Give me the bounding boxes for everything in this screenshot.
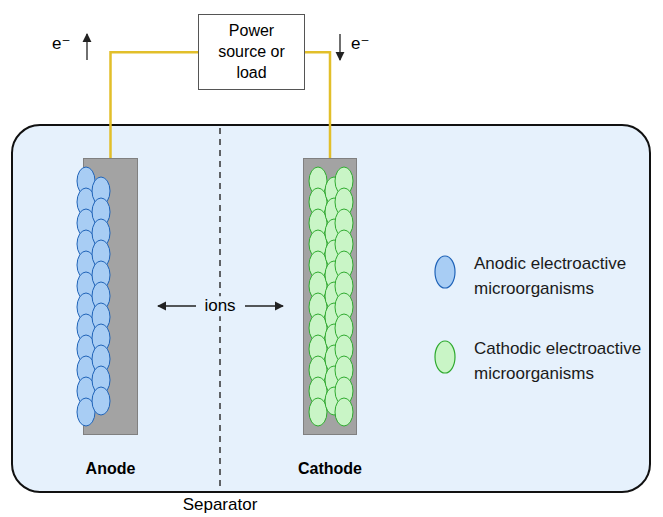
power-source-box: Power source or load bbox=[198, 14, 305, 90]
legend-swatch bbox=[435, 256, 455, 288]
cell-container bbox=[12, 125, 650, 492]
microorganism bbox=[92, 387, 110, 415]
separator-label: Separator bbox=[183, 495, 258, 515]
electron-arrow bbox=[339, 34, 340, 60]
microorganism bbox=[335, 398, 353, 426]
wire bbox=[305, 52, 330, 158]
legend-swatch bbox=[435, 341, 455, 373]
legend-text: Cathodic electroactive microorganisms bbox=[474, 337, 663, 386]
electrode-label: Cathode bbox=[298, 460, 362, 478]
electrode: Anode bbox=[83, 158, 138, 435]
node-text: Power source or load bbox=[205, 21, 298, 83]
electron-label: e⁻ bbox=[52, 34, 70, 54]
legend-swatch-box bbox=[430, 337, 460, 377]
microorganism-layer bbox=[84, 159, 139, 436]
electrode: Cathode bbox=[303, 158, 357, 435]
microorganism-layer bbox=[304, 159, 358, 436]
ion-arrow bbox=[245, 305, 283, 306]
microorganism bbox=[309, 398, 327, 426]
ions-label: ions bbox=[201, 296, 238, 316]
electron-label: e⁻ bbox=[351, 34, 369, 54]
electrode-label: Anode bbox=[86, 460, 136, 478]
legend-swatch-box bbox=[430, 252, 460, 292]
legend-text: Anodic electroactive microorganisms bbox=[474, 252, 663, 301]
wire bbox=[111, 52, 199, 158]
electron-arrow bbox=[86, 34, 87, 60]
ion-arrow bbox=[158, 305, 196, 306]
